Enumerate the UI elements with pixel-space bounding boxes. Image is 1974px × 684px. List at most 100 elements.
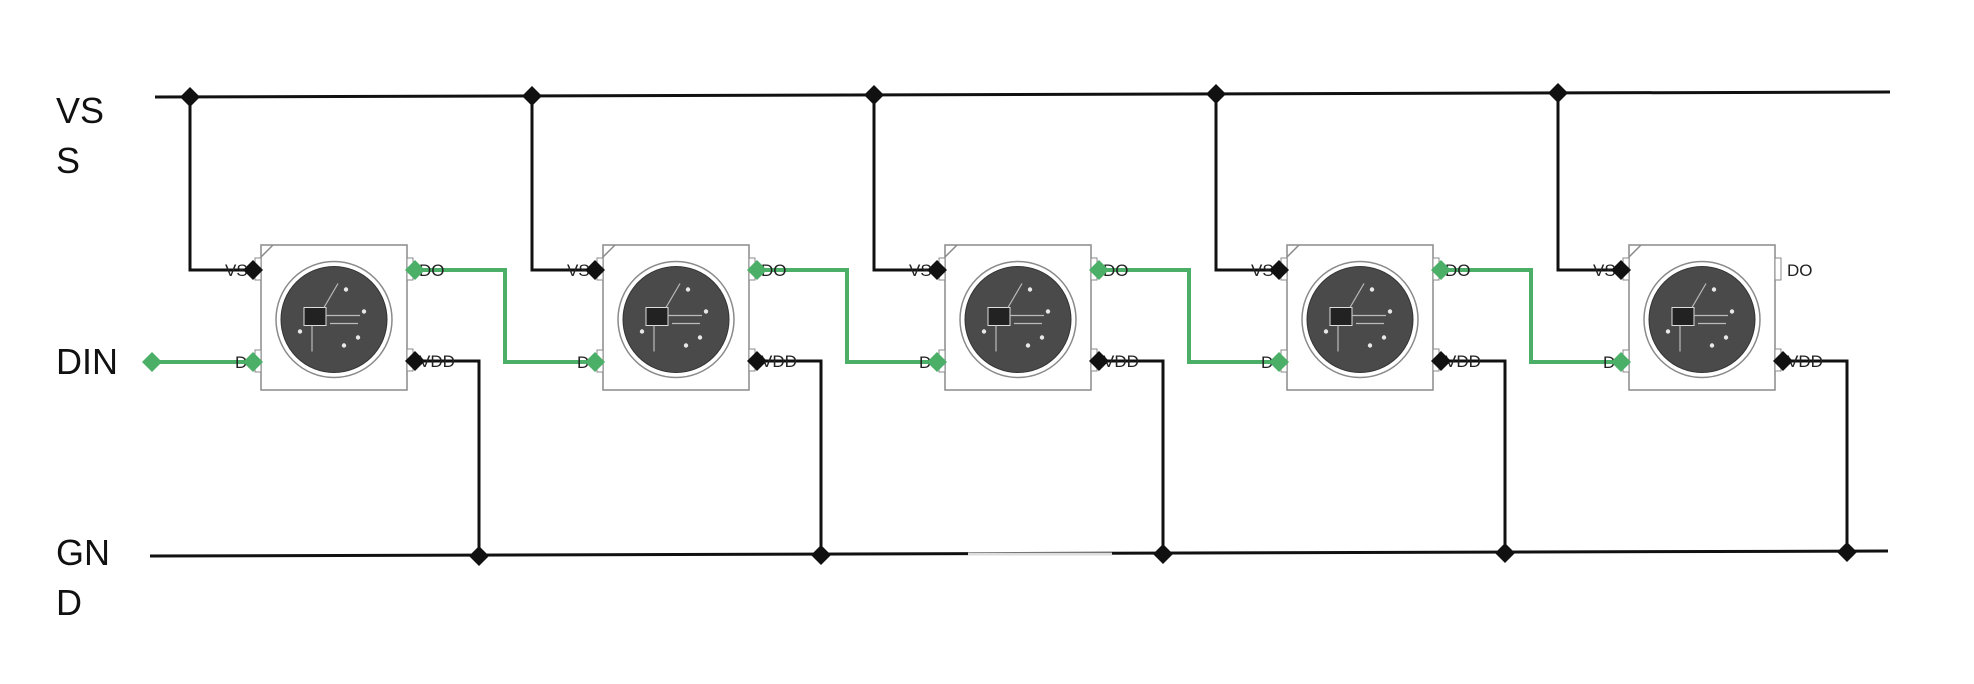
gnd-junction xyxy=(1495,543,1515,563)
vss-junction xyxy=(864,85,884,105)
led-die xyxy=(280,266,388,373)
die-pad xyxy=(1027,287,1033,292)
die-pad xyxy=(1665,329,1671,334)
vss-drop-wire xyxy=(872,95,939,272)
gnd-junction xyxy=(469,546,489,566)
die-pad xyxy=(355,335,361,340)
vdd-pin-junction xyxy=(405,351,425,371)
die-pad xyxy=(1367,343,1373,348)
vss-drop-wire xyxy=(188,97,255,272)
do-pin-junction xyxy=(1089,260,1109,280)
pin-tab xyxy=(1774,257,1782,281)
die-pad xyxy=(683,343,689,348)
led-die xyxy=(1648,266,1756,373)
vdd-drop-wire xyxy=(1439,359,1507,553)
data-chain-wire xyxy=(407,268,603,364)
data-chain-wire xyxy=(1091,268,1287,364)
pin-label-do: DO xyxy=(761,261,787,280)
bond-wires xyxy=(311,283,360,352)
die-pad xyxy=(1025,343,1031,348)
vss-pin-junction xyxy=(585,260,605,280)
pin1-chamfer xyxy=(260,244,274,258)
die-pad xyxy=(361,309,367,314)
di-pin-junction xyxy=(585,352,605,372)
gnd-junction xyxy=(1153,544,1173,564)
di-pin-junction xyxy=(1611,352,1631,372)
vss-pin-junction xyxy=(1269,260,1289,280)
vdd-pin-junction xyxy=(1773,351,1793,371)
pin-label-vdd: VDD xyxy=(419,352,455,371)
pin1-chamfer xyxy=(1286,244,1300,258)
die-pad xyxy=(1723,335,1729,340)
pin-label-vdd: VDD xyxy=(1445,352,1481,371)
bond-wires xyxy=(1679,283,1728,352)
vdd-drop-wire xyxy=(1097,359,1165,554)
led-package: VSSDIDOVDD xyxy=(567,244,797,391)
die-pad xyxy=(343,287,349,292)
di-pin-junction xyxy=(927,352,947,372)
pin-label-vdd: VDD xyxy=(1103,352,1139,371)
led-chip xyxy=(1329,307,1353,326)
vss-drop-wire xyxy=(1214,94,1281,272)
pin1-chamfer xyxy=(1628,244,1642,258)
die-pad xyxy=(703,309,709,314)
vss-junction xyxy=(1548,83,1568,103)
gnd-junction xyxy=(811,545,831,565)
pin1-chamfer xyxy=(602,244,616,258)
vss-junction xyxy=(180,87,200,107)
die-pad xyxy=(341,343,347,348)
led-die xyxy=(964,266,1072,373)
led-package: VSSDIDOVDD xyxy=(225,244,455,391)
die-pad xyxy=(981,329,987,334)
die-pad xyxy=(297,329,303,334)
led-chip xyxy=(303,307,327,326)
pin-label-do: DO xyxy=(1103,261,1129,280)
do-pin-junction xyxy=(747,260,767,280)
die-pad xyxy=(1039,335,1045,340)
die-pad xyxy=(1729,309,1735,314)
led-chip xyxy=(1671,307,1695,326)
vdd-pin-junction xyxy=(747,351,767,371)
die-pad xyxy=(685,287,691,292)
die-pad xyxy=(639,329,645,334)
pin-label-vdd: VDD xyxy=(1787,352,1823,371)
led-chip xyxy=(645,307,669,326)
din-terminal xyxy=(142,352,162,372)
pin1-chamfer xyxy=(944,244,958,258)
do-pin-junction xyxy=(1431,260,1451,280)
vss-pin-junction xyxy=(243,260,263,280)
di-pin-junction xyxy=(243,352,263,372)
pin-label-do: DO xyxy=(1787,261,1813,280)
gnd-rail-label: GN D xyxy=(56,532,110,623)
data-chain-wire xyxy=(749,268,945,364)
vdd-drop-wire xyxy=(755,359,823,555)
vss-pin-junction xyxy=(1611,260,1631,280)
vss-junction xyxy=(1206,84,1226,104)
data-chain-wire xyxy=(1433,268,1629,364)
pin-label-vdd: VDD xyxy=(761,352,797,371)
bond-wires xyxy=(653,283,702,352)
die-pad xyxy=(1381,335,1387,340)
pin-label-do: DO xyxy=(1445,261,1471,280)
bond-wires xyxy=(1337,283,1386,352)
do-pin-junction xyxy=(405,260,425,280)
vdd-pin-junction xyxy=(1089,351,1109,371)
pin-label-do: DO xyxy=(419,261,445,280)
die-pad xyxy=(1387,309,1393,314)
led-chip xyxy=(987,307,1011,326)
vdd-drop-wire xyxy=(413,359,481,556)
vss-rail-label: VS S xyxy=(56,90,105,181)
vss-junction xyxy=(522,86,542,106)
vss-drop-wire xyxy=(1556,93,1623,272)
din-label: DIN xyxy=(56,341,118,382)
vdd-pin-junction xyxy=(1431,351,1451,371)
vss-pin-junction xyxy=(927,260,947,280)
die-pad xyxy=(697,335,703,340)
die-pad xyxy=(1323,329,1329,334)
vss-drop-wire xyxy=(530,96,597,272)
vdd-drop-wire xyxy=(1781,359,1849,552)
die-pad xyxy=(1709,343,1715,348)
die-pad xyxy=(1045,309,1051,314)
gnd-junction xyxy=(1837,542,1857,562)
